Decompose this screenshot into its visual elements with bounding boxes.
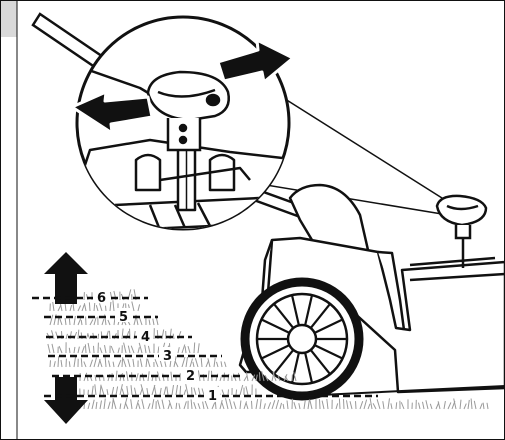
height-level-label: 6 bbox=[97, 291, 106, 306]
rotate-right-arrow-icon bbox=[216, 38, 295, 84]
height-adjust-knob-icon bbox=[435, 194, 488, 268]
height-level-label: 1 bbox=[208, 389, 217, 404]
height-level-2: 2 bbox=[52, 367, 242, 384]
zoom-knob-icon bbox=[146, 70, 230, 152]
height-level-label: 3 bbox=[163, 349, 172, 364]
height-level-label: 2 bbox=[186, 369, 195, 384]
rotate-left-arrow-icon bbox=[70, 90, 154, 135]
ground-line bbox=[299, 385, 505, 397]
down-arrow-icon bbox=[44, 377, 88, 424]
height-level-5: 5 bbox=[44, 308, 158, 325]
mower-body bbox=[238, 183, 505, 394]
height-level-6: 6 bbox=[32, 289, 148, 306]
height-level-label: 4 bbox=[141, 330, 150, 345]
page-tab bbox=[1, 1, 17, 37]
height-level-3: 3 bbox=[48, 347, 222, 364]
height-level-label: 5 bbox=[119, 310, 128, 325]
mower-wheel bbox=[240, 277, 364, 401]
height-level-4: 4 bbox=[46, 328, 192, 345]
up-arrow-icon bbox=[44, 252, 88, 304]
